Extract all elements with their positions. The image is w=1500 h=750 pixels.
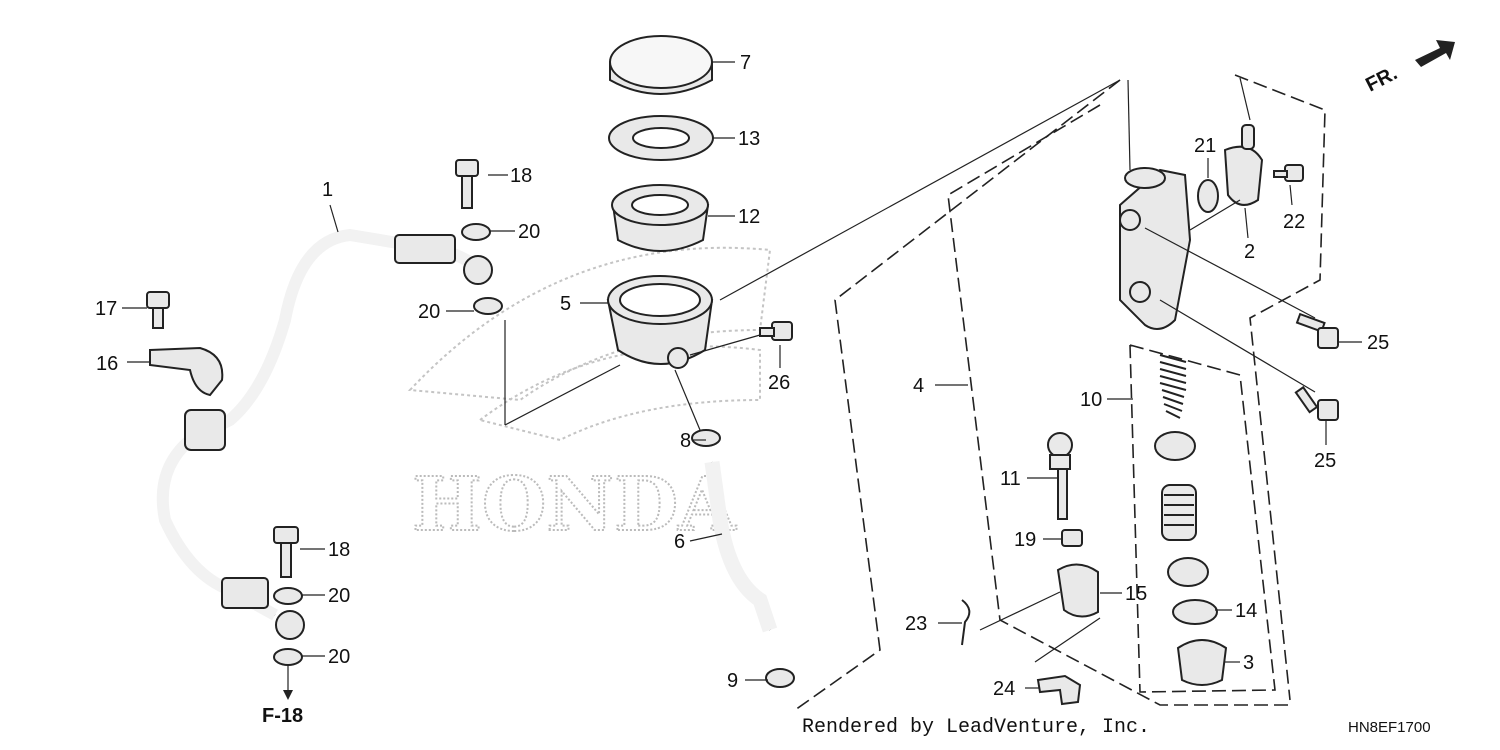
- callout-22: 22: [1283, 211, 1305, 233]
- callout-26: 26: [768, 372, 790, 394]
- callout-8: 8: [680, 430, 691, 452]
- diaphragm-12: [611, 184, 710, 252]
- front-direction-arrow: FR.: [1362, 40, 1455, 96]
- callout-labels: 7 13 12 5 18 20 20 1 17 16 18 20 20 26 8…: [95, 52, 1389, 700]
- piston-cup-10: [1154, 431, 1196, 461]
- spring-10: [1159, 354, 1187, 419]
- piston-10: [1161, 484, 1197, 541]
- bolt-17: [146, 291, 170, 329]
- push-rod-11: [1047, 432, 1073, 520]
- screw-22: [1273, 164, 1304, 182]
- leader-lines: [122, 61, 1362, 700]
- callout-18-bottom: 18: [328, 539, 350, 561]
- washer-20-d: [273, 648, 303, 666]
- callout-20-top: 20: [518, 221, 540, 243]
- hose-joint-2: [1223, 124, 1264, 206]
- callout-3: 3: [1243, 652, 1254, 674]
- washer-20-c: [273, 587, 303, 605]
- callout-20-low: 20: [328, 585, 350, 607]
- bolt-25-upper: [1295, 312, 1339, 349]
- clip-8: [691, 429, 721, 447]
- callout-19: 19: [1014, 529, 1036, 551]
- callout-20-mid: 20: [418, 301, 440, 323]
- o-ring-21: [1197, 179, 1219, 213]
- callout-13: 13: [738, 128, 760, 150]
- assembly-outline-main: [794, 79, 1121, 711]
- callout-18-top: 18: [510, 165, 532, 187]
- bolt-18-bottom: [273, 526, 299, 578]
- watermark-text: HONDA: [412, 462, 737, 548]
- callout-21: 21: [1194, 135, 1216, 157]
- circlip-14: [1172, 599, 1218, 625]
- callout-12: 12: [738, 206, 760, 228]
- callout-7: 7: [740, 52, 751, 74]
- callout-17: 17: [95, 298, 117, 320]
- honda-watermark: HONDA: [407, 246, 772, 549]
- callout-4: 4: [913, 375, 924, 397]
- callout-25-lower: 25: [1314, 450, 1336, 472]
- callout-15: 15: [1125, 583, 1147, 605]
- reservoir-5: [606, 275, 714, 369]
- callout-20-bottom: 20: [328, 646, 350, 668]
- callout-25-upper: 25: [1367, 332, 1389, 354]
- diagram-code: HN8EF1700: [1348, 719, 1431, 736]
- screw-26: [759, 321, 793, 341]
- bolt-25-lower: [1294, 385, 1339, 421]
- hose-clamp-16: [149, 346, 224, 397]
- seal-cup-10: [1167, 557, 1209, 587]
- reservoir-cap-7: [609, 35, 713, 95]
- callout-5: 5: [560, 293, 571, 315]
- cotter-pin-23: [961, 599, 971, 646]
- joint-pin-24: [1036, 674, 1082, 706]
- callout-6: 6: [674, 531, 685, 553]
- boot-3: [1176, 639, 1228, 686]
- clip-9: [765, 668, 795, 688]
- callout-14: 14: [1235, 600, 1257, 622]
- washer-20-b: [473, 297, 503, 315]
- callout-16: 16: [96, 353, 118, 375]
- callout-11: 11: [1000, 468, 1021, 490]
- master-cylinder-body: [1119, 167, 1192, 330]
- assembly-outline-kit: [1129, 344, 1276, 693]
- nut-19: [1061, 529, 1083, 547]
- callout-10: 10: [1080, 389, 1102, 411]
- callout-23: 23: [905, 613, 927, 635]
- callout-2: 2: [1244, 241, 1255, 263]
- brake-hose: [156, 228, 493, 640]
- callout-24: 24: [993, 678, 1015, 700]
- assembly-outline-outer: [1234, 74, 1326, 701]
- washer-20-a: [461, 223, 491, 241]
- diaphragm-plate-13: [608, 115, 714, 161]
- page-reference: F-18: [262, 705, 303, 727]
- callout-9: 9: [727, 670, 738, 692]
- direction-label: FR.: [1362, 62, 1401, 96]
- credit-text: Rendered by LeadVenture, Inc.: [802, 716, 1150, 739]
- joint-15: [1056, 563, 1099, 618]
- callout-1: 1: [322, 179, 333, 201]
- bolt-18-top: [455, 159, 479, 209]
